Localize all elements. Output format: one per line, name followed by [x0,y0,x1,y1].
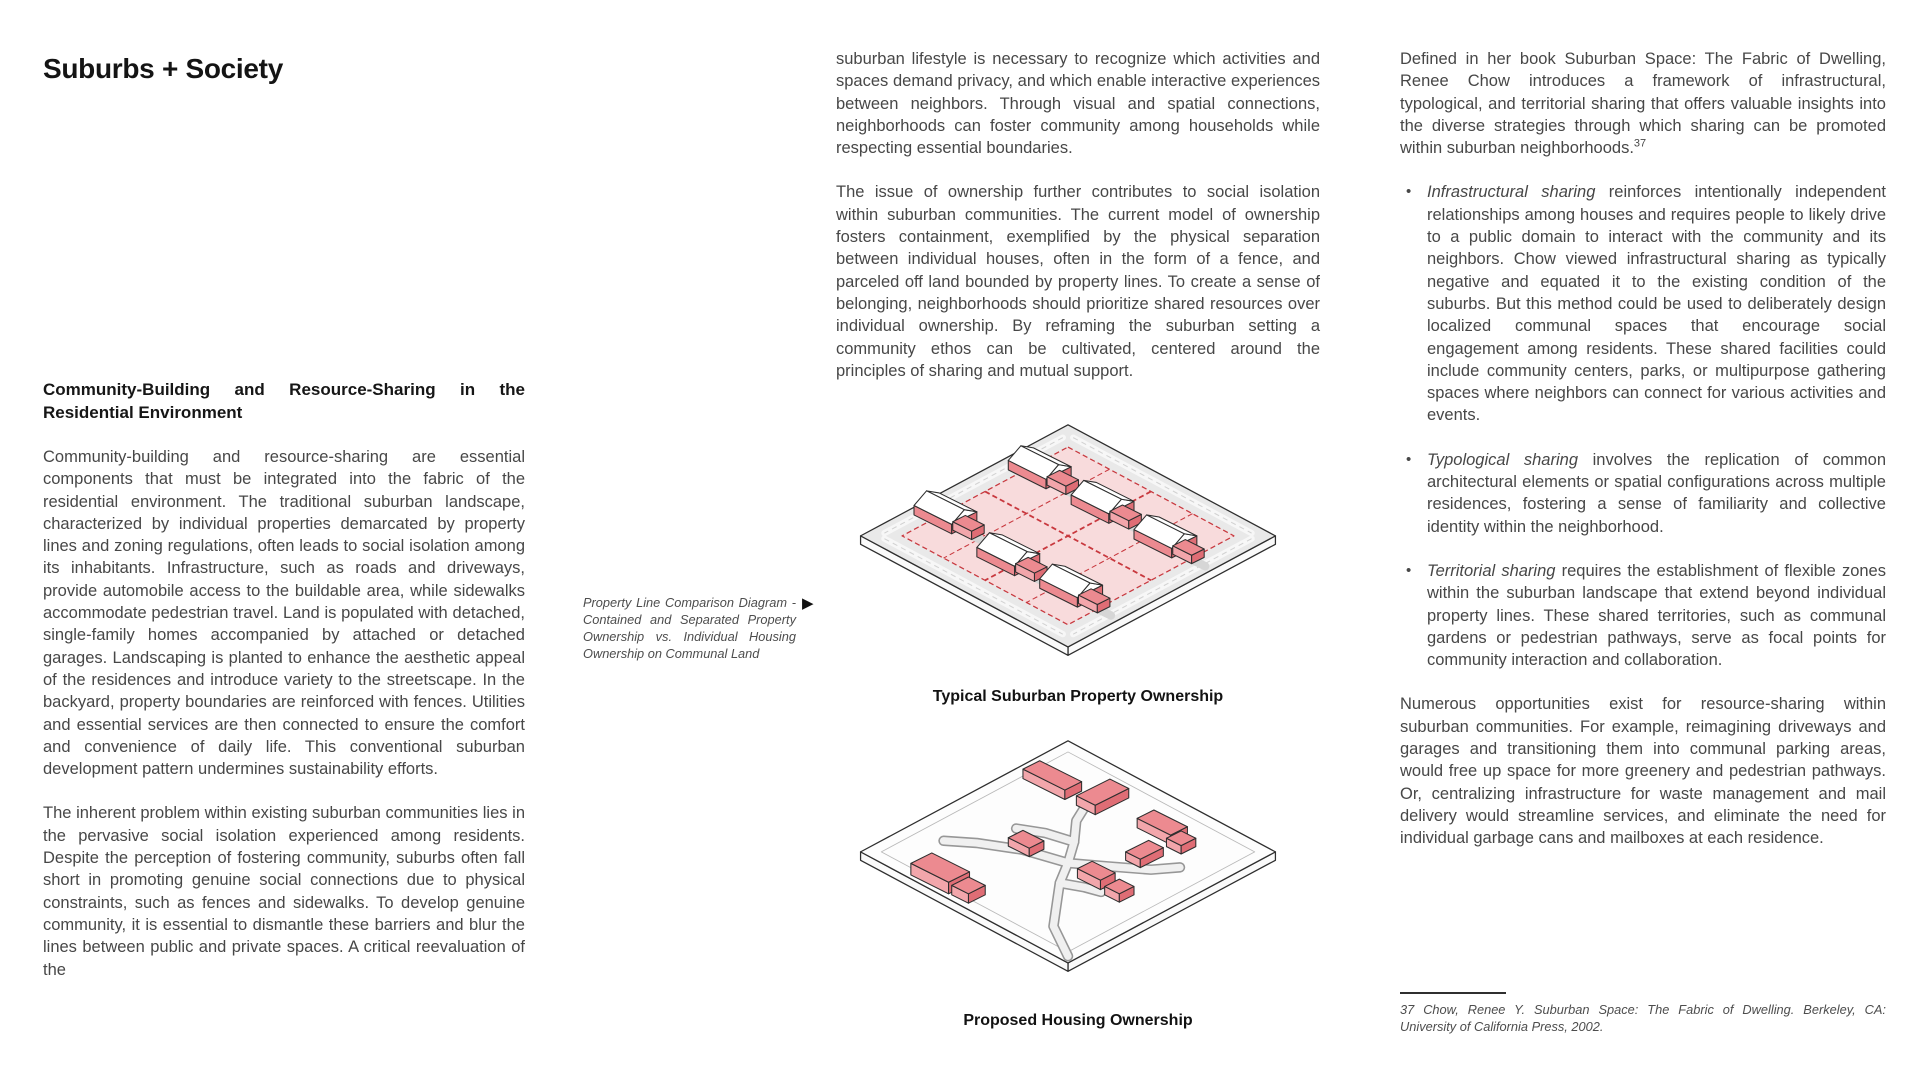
left-column: Community-Building and Resource-Sharing … [43,378,525,981]
middle-column: suburban lifestyle is necessary to recog… [836,48,1320,382]
section-heading: Community-Building and Resource-Sharing … [43,380,525,422]
right-paragraph-1: Defined in her book Suburban Space: The … [1400,48,1886,159]
bullet-typological-sharing: • Typological sharing involves the replic… [1400,449,1886,538]
left-paragraph-2: The inherent problem within existing sub… [43,804,525,979]
middle-paragraph-1: suburban lifestyle is necessary to recog… [836,50,1320,158]
diagram1-caption: Typical Suburban Property Ownership [932,688,1224,705]
bullet-lead: Infrastructural sharing [1427,183,1596,202]
right-paragraph-1-text: Defined in her book Suburban Space: The … [1400,50,1886,158]
right-paragraph-2: Numerous opportunities exist for resourc… [1400,695,1886,848]
bullet-infrastructural-sharing: • Infrastructural sharing reinforces inte… [1400,181,1886,426]
bullet-icon: • [1406,183,1412,201]
typical-ownership-diagram [859,424,1277,656]
bullet-text: reinforces intentionally independent rel… [1427,183,1886,425]
left-paragraph-1: Community-building and resource-sharing … [43,448,525,779]
right-column: Defined in her book Suburban Space: The … [1400,48,1886,850]
bullet-territorial-sharing: • Territorial sharing requires the establ… [1400,560,1886,671]
footnote: 37 Chow, Renee Y. Suburban Space: The Fa… [1400,992,1886,1035]
bullet-text: involves the replication of common archi… [1427,450,1886,536]
bullet-icon: • [1406,450,1412,468]
footnote-text: 37 Chow, Renee Y. Suburban Space: The Fa… [1400,1002,1886,1034]
bullet-text: requires the establishment of flexible z… [1427,561,1886,670]
diagram2-caption: Proposed Housing Ownership [963,1012,1193,1029]
page-title: Suburbs + Society [43,52,283,84]
caption-pointer-icon: ▶ [802,595,814,612]
bullet-lead: Territorial sharing [1427,561,1556,580]
bullet-icon: • [1406,561,1412,579]
proposed-ownership-diagram [859,740,1277,972]
bullet-lead: Typological sharing [1427,450,1578,469]
figure-side-caption: Property Line Comparison Diagram - Conta… [583,595,796,661]
footnote-reference: 37 [1633,137,1647,150]
middle-paragraph-2: The issue of ownership further contribut… [836,183,1320,380]
footnote-divider [1400,992,1506,994]
